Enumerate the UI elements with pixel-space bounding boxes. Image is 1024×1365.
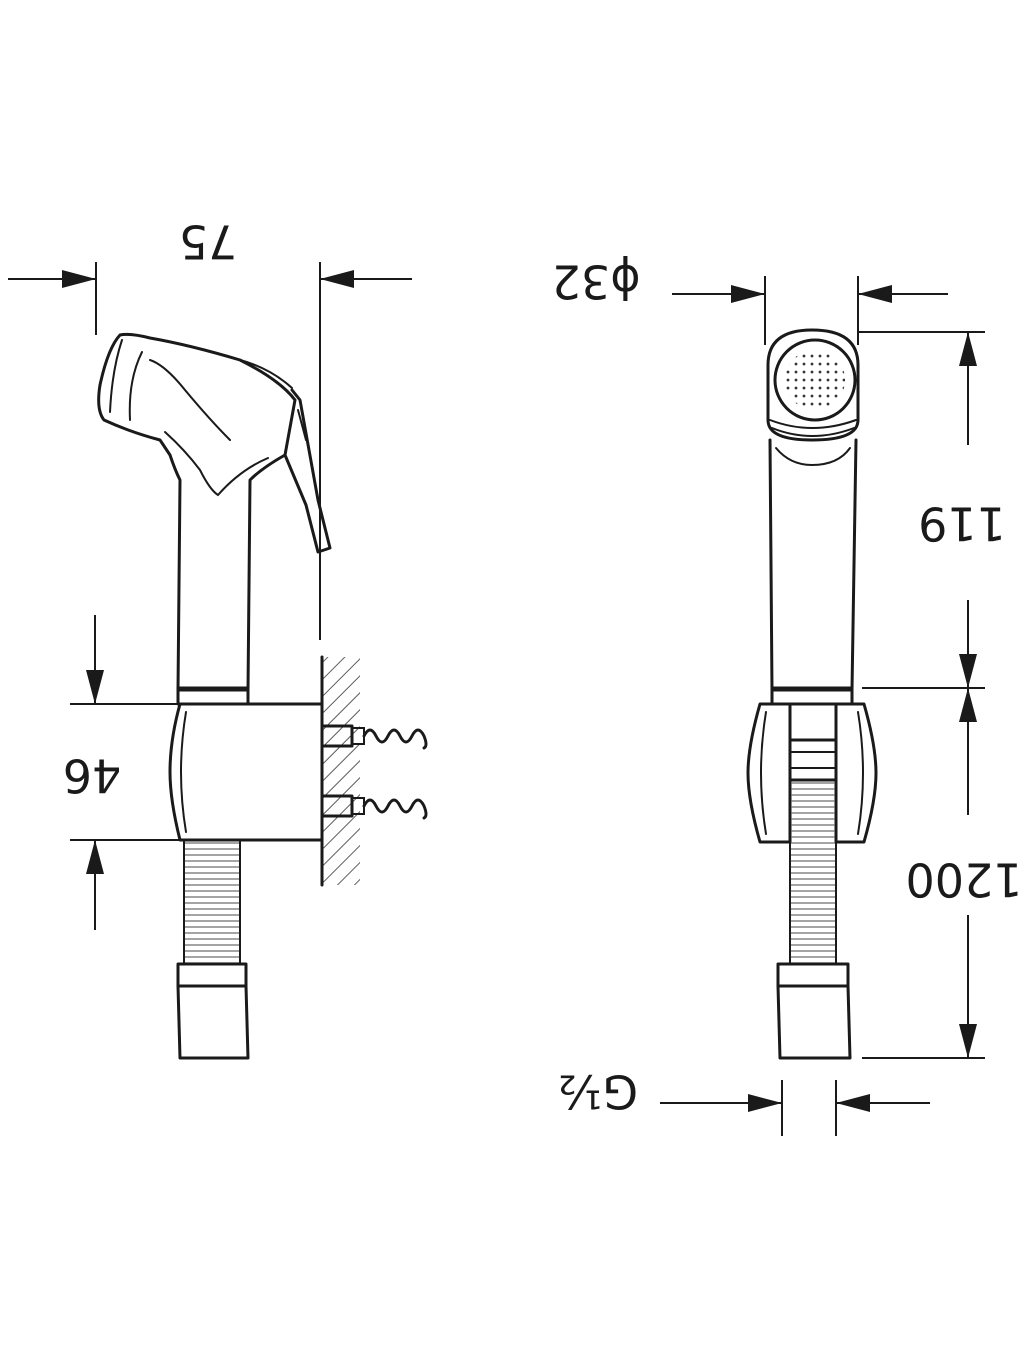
bracket-front: [746, 702, 878, 844]
dimension-75: 75: [8, 215, 412, 640]
wall-hatch: [320, 655, 360, 887]
spray-handle-side: [97, 332, 332, 706]
screw-lower: [320, 794, 428, 820]
spray-nozzle-holes: [785, 350, 845, 410]
handle-front: [768, 438, 858, 706]
screw-upper: [320, 724, 428, 750]
spray-head-front: [766, 328, 860, 442]
label-1200: 1200: [905, 853, 1022, 907]
front-view: ϕ32 119 1200 G½: [552, 255, 1023, 1136]
dimension-46: 46: [63, 615, 180, 930]
label-g-half: G½: [558, 1065, 638, 1119]
bracket-side: [168, 702, 324, 842]
dimension-1200: 1200: [862, 688, 1023, 1059]
dimension-g-half: G½: [558, 1065, 930, 1136]
hose-nut-side: [176, 962, 250, 1060]
hose-front: [789, 779, 837, 965]
dimension-phi32: ϕ32: [552, 255, 948, 345]
side-view: 75 46: [8, 215, 428, 1060]
hose-nut-front: [776, 962, 852, 1060]
label-119: 119: [918, 497, 1006, 551]
label-46: 46: [63, 749, 122, 803]
hose-side: [183, 839, 241, 965]
dimension-119: 119: [858, 331, 1006, 689]
label-phi32: ϕ32: [552, 255, 641, 309]
label-75: 75: [179, 215, 238, 269]
